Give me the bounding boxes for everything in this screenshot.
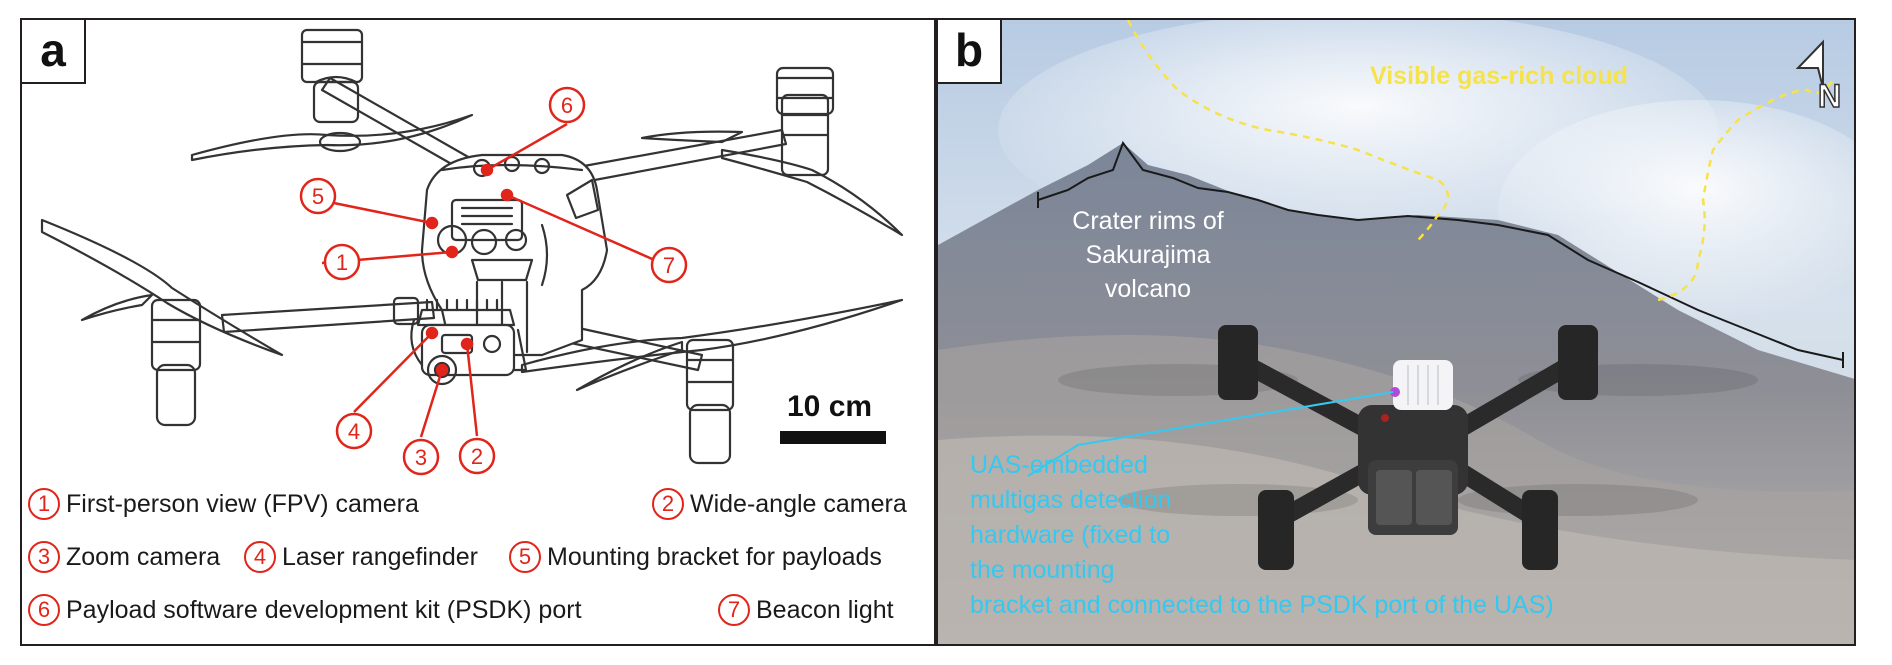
- gas-cloud-label: Visible gas-rich cloud: [1370, 62, 1628, 90]
- callout-5: [299, 177, 337, 215]
- gimbal-camera: [392, 296, 528, 386]
- uas-photo: [1058, 325, 1758, 570]
- legend-item-3: 3 Zoom camera: [28, 541, 220, 573]
- callout-1: [323, 243, 361, 281]
- legend-text-7: Beacon light: [756, 595, 894, 624]
- callout-4-num: 4: [348, 419, 360, 444]
- crater-label: Crater rims of Sakurajima volcano: [1072, 207, 1224, 303]
- volcano-photo: [938, 20, 1854, 644]
- uas-leader-line: [1027, 391, 1394, 477]
- legend-num-6: 6: [28, 594, 60, 626]
- panel-b-letter: b: [938, 20, 1002, 84]
- legend-item-1: 1 First-person view (FPV) camera: [28, 488, 419, 520]
- north-arrow-icon: [1795, 39, 1824, 89]
- scale-bar: [780, 431, 886, 444]
- legend-num-3: 3: [28, 541, 60, 573]
- legend-text-4: Laser rangefinder: [282, 542, 478, 571]
- panel-a: a: [20, 18, 936, 646]
- callout-4: [335, 412, 373, 450]
- legend-item-7: 7 Beacon light: [718, 594, 894, 626]
- uas-hardware-label: UAS-embedded multigas detection hardware…: [970, 451, 1554, 619]
- callout-3-num: 3: [415, 445, 427, 470]
- legend-text-1: First-person view (FPV) camera: [66, 489, 419, 518]
- legend-num-4: 4: [244, 541, 276, 573]
- gas-cloud-outline-left: [1126, 20, 1450, 241]
- callout-6: [548, 86, 586, 124]
- crater-rim-line: [1037, 140, 1844, 361]
- callout-5-num: 5: [312, 184, 324, 209]
- compass-north-label: N: [1817, 77, 1842, 115]
- legend-text-5: Mounting bracket for payloads: [547, 542, 882, 571]
- callout-7-num: 7: [663, 253, 675, 278]
- legend-num-1: 1: [28, 488, 60, 520]
- callout-2: [458, 437, 496, 475]
- legend-item-5: 5 Mounting bracket for payloads: [509, 541, 882, 573]
- scale-label: 10 cm: [787, 390, 873, 423]
- legend-num-2: 2: [652, 488, 684, 520]
- callout-leaders: [318, 122, 660, 438]
- callout-6-num: 6: [561, 93, 573, 118]
- legend-num-5: 5: [509, 541, 541, 573]
- gas-cloud-outline-right: [1657, 79, 1834, 302]
- legend-num-7: 7: [718, 594, 750, 626]
- drone-line-drawing: 6 5 1 7 4 3 2: [40, 28, 904, 476]
- callout-7: [650, 246, 688, 284]
- callout-circles: [299, 86, 688, 476]
- callout-3: [402, 438, 440, 476]
- legend-text-3: Zoom camera: [66, 542, 221, 571]
- panel-b: b N Visible gas-rich cloud Crater rims o…: [936, 18, 1856, 646]
- callout-numbers: 6 5 1 7 4 3 2: [312, 93, 675, 470]
- callout-1-num: 1: [336, 250, 348, 275]
- legend-item-2: 2 Wide-angle camera: [652, 488, 907, 520]
- drone-body: [420, 153, 609, 357]
- rear-right-rotor: [560, 66, 904, 237]
- front-left-rotor: [40, 218, 436, 427]
- rear-left-rotor: [190, 28, 474, 172]
- panel-a-letter: a: [22, 20, 86, 84]
- callout-2-num: 2: [471, 444, 483, 469]
- legend-item-6: 6 Payload software development kit (PSDK…: [28, 594, 582, 626]
- legend-text-6: Payload software development kit (PSDK) …: [66, 595, 582, 624]
- legend-item-4: 4 Laser rangefinder: [244, 541, 478, 573]
- legend-text-2: Wide-angle camera: [690, 489, 907, 518]
